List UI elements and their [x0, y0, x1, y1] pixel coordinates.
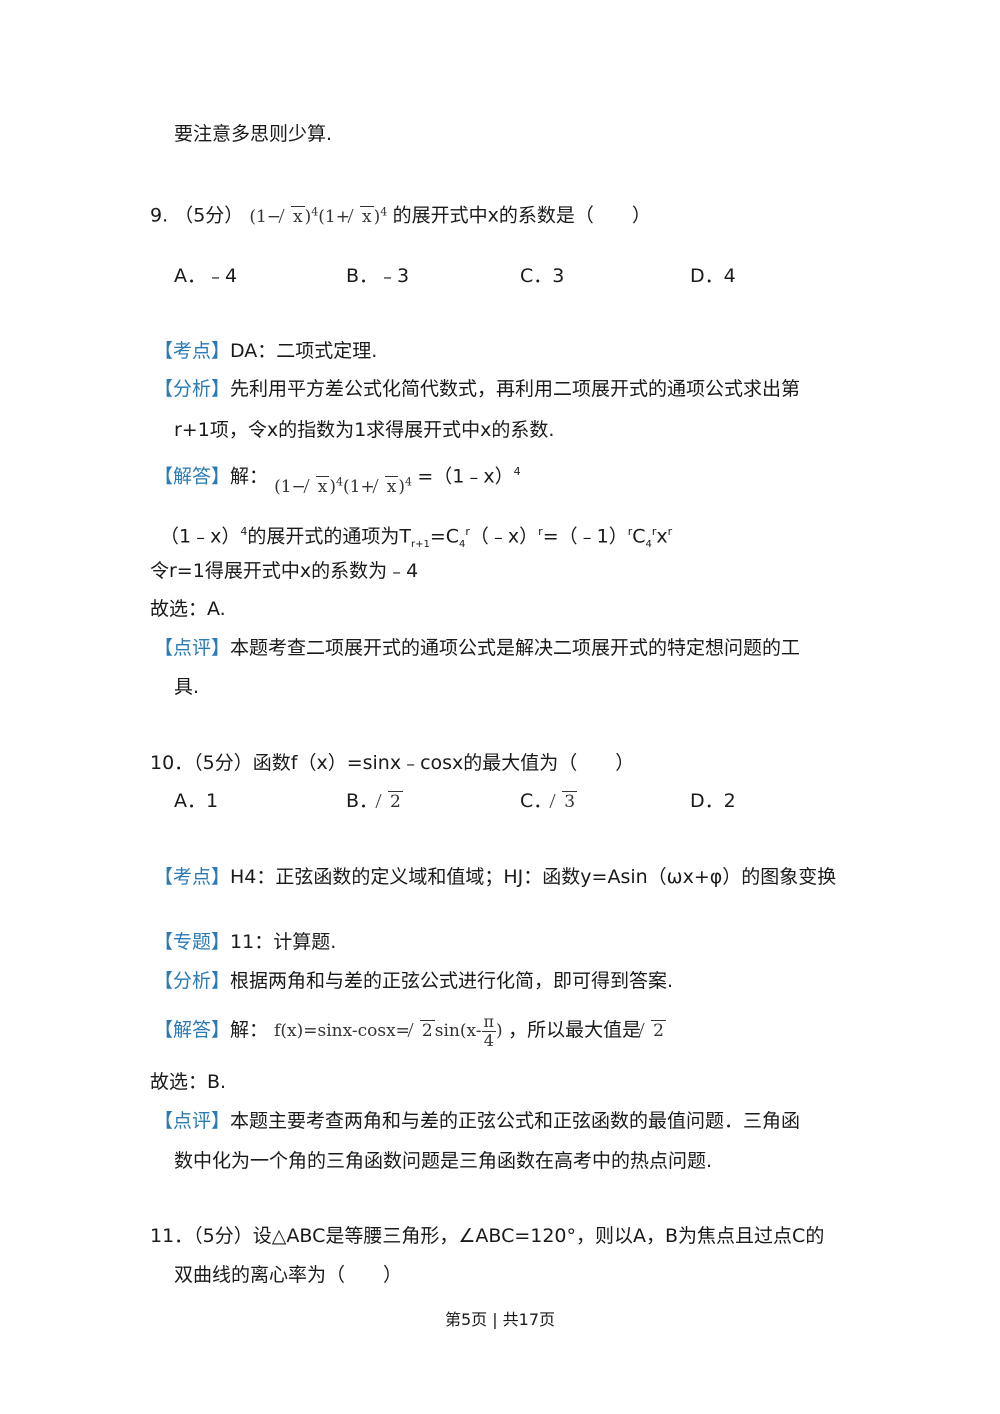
answer-line: 故选：A.	[150, 598, 226, 620]
zhuanti-tag: 【专题】	[154, 931, 231, 953]
jieda-equals: =（1﹣x）	[417, 465, 514, 488]
expr-part: )	[496, 1021, 503, 1041]
fenxi-tag: 【分析】	[154, 378, 231, 400]
dianping-text: 本题考查二项展开式的通项公式是解决二项展开式的特定想问题的工	[230, 637, 801, 659]
general-term-line: （1﹣x）4的展开式的通项为Tr+1=C4r（﹣x）r=（﹣1）rC4rxr	[160, 525, 673, 551]
expr-part: =（﹣1）	[542, 525, 628, 548]
dianping-line-1: 【点评】本题考查二项展开式的通项公式是解决二项展开式的特定想问题的工	[154, 634, 800, 662]
page-footer: 第5页 | 共17页	[444, 1310, 556, 1329]
answer-line: 故选：B.	[150, 1071, 227, 1093]
expr-part: （﹣x）	[469, 525, 539, 548]
jieda-lead: 解：	[230, 465, 269, 488]
kaodian-text: H4：正弦函数的定义域和值域；HJ：函数y=Asin（ωx+φ）的图象变换	[230, 866, 837, 888]
option-d[interactable]: D．2	[690, 790, 736, 812]
question-stem-text: 的展开式中x的系数是（ ）	[392, 204, 651, 227]
dianping-line-1: 【点评】本题主要考查两角和与差的正弦公式和正弦函数的最值问题．三角函	[154, 1107, 800, 1135]
dianping-text: 本题主要考查两角和与差的正弦公式和正弦函数的最值问题．三角函	[230, 1110, 801, 1132]
expr-part: C	[632, 525, 646, 548]
option-a[interactable]: A．﹣4	[174, 265, 238, 287]
jieda-tail: ，所以最大值是	[508, 1019, 642, 1041]
fenxi-text: 先利用平方差公式化简代数式，再利用二项展开式的通项公式求出第	[230, 378, 801, 400]
expr-part: =C	[429, 525, 459, 548]
dianping-tag: 【点评】	[154, 1110, 231, 1132]
text-line: 令r=1得展开式中x的系数为﹣4	[150, 560, 419, 582]
kaodian-tag: 【考点】	[154, 866, 231, 888]
option-d[interactable]: D．4	[690, 265, 736, 287]
option-b[interactable]: B．﹣3	[346, 265, 410, 287]
kaodian-tag: 【考点】	[154, 340, 231, 362]
sqrt-2: 2	[378, 788, 403, 816]
dianping-line-2: 数中化为一个角的三角函数问题是三角函数在高考中的热点问题.	[174, 1150, 713, 1172]
dianping-line-2: 具.	[174, 676, 200, 698]
expr-part: sin(x-	[434, 1021, 482, 1041]
jieda-tag: 【解答】	[154, 465, 231, 488]
question-11-stem-2: 双曲线的离心率为（ ）	[174, 1264, 403, 1286]
jieda-tag: 【解答】	[154, 1019, 231, 1041]
option-c[interactable]: C．3	[520, 265, 565, 287]
expr-part: 的展开式的通项为T	[247, 525, 411, 548]
math-expression: (1−x)4(1+x)4	[249, 205, 392, 227]
question-10-stem: 10．（5分）函数f（x）=sinx﹣cosx的最大值为（ ）	[150, 752, 635, 774]
dianping-tag: 【点评】	[154, 637, 231, 659]
kaodian-line: 【考点】DA：二项式定理.	[154, 337, 377, 365]
fenxi-line-1: 【分析】先利用平方差公式化简代数式，再利用二项展开式的通项公式求出第	[154, 375, 800, 403]
sqrt-3: 3	[552, 788, 578, 816]
fenxi-line: 【分析】根据两角和与差的正弦公式进行化简，即可得到答案.	[154, 967, 673, 995]
jieda-line: 【解答】解： (1−x)4(1+x)4 =（1﹣x）4	[154, 458, 521, 497]
zhuanti-text: 11：计算题.	[230, 931, 337, 953]
option-b[interactable]: B．2	[346, 787, 403, 816]
question-9-stem: 9. （5分） (1−x)4(1+x)4 的展开式中x的系数是（ ）	[150, 198, 651, 231]
option-c[interactable]: C．3	[520, 787, 578, 816]
kaodian-line: 【考点】H4：正弦函数的定义域和值域；HJ：函数y=Asin（ωx+φ）的图象变…	[154, 863, 836, 891]
expr-part: （1﹣x）	[160, 525, 241, 548]
question-11-stem-1: 11．（5分）设△ABC是等腰三角形，∠ABC=120°，则以A，B为焦点且过点…	[150, 1225, 825, 1247]
fenxi-line-2: r+1项，令x的指数为1求得展开式中x的系数.	[174, 419, 555, 441]
question-number: 9.	[150, 204, 169, 227]
zhuanti-line: 【专题】11：计算题.	[154, 928, 336, 956]
jieda-lead: 解：	[230, 1019, 269, 1041]
expr-part: f(x)=sinx-cosx=	[274, 1021, 410, 1041]
fenxi-text: 根据两角和与差的正弦公式进行化简，即可得到答案.	[230, 970, 674, 992]
math-expression: (1−x)4(1+x)4	[274, 476, 417, 498]
option-label: B．	[346, 790, 379, 812]
sqrt-2: 2	[641, 1017, 666, 1045]
kaodian-text: DA：二项式定理.	[230, 340, 378, 362]
fenxi-tag: 【分析】	[154, 970, 231, 992]
option-a[interactable]: A．1	[174, 790, 219, 812]
question-score: （5分）	[174, 204, 244, 227]
text-line: 要注意多思则少算.	[174, 123, 333, 145]
option-label: C．	[520, 790, 553, 812]
